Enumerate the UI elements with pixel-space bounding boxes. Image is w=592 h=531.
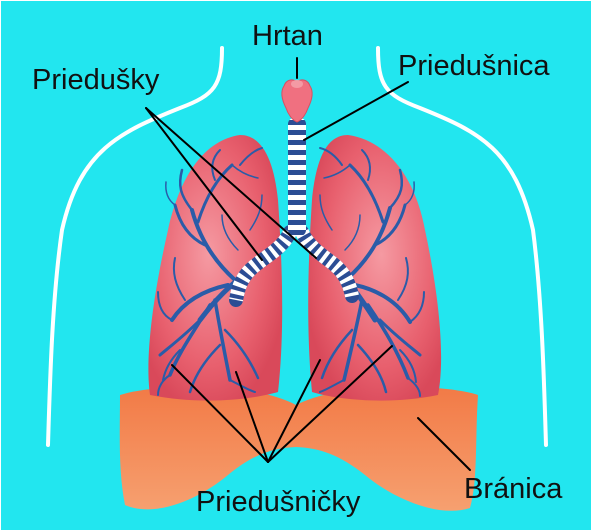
- label-bronchioles: Priedušničky: [196, 488, 360, 517]
- label-bronchi: Priedušky: [32, 66, 159, 95]
- trachea: [288, 118, 306, 236]
- label-trachea: Priedušnica: [398, 52, 550, 81]
- label-larynx: Hrtan: [252, 22, 323, 51]
- epiglottis: [291, 80, 303, 88]
- label-diaphragm: Bránica: [464, 475, 562, 504]
